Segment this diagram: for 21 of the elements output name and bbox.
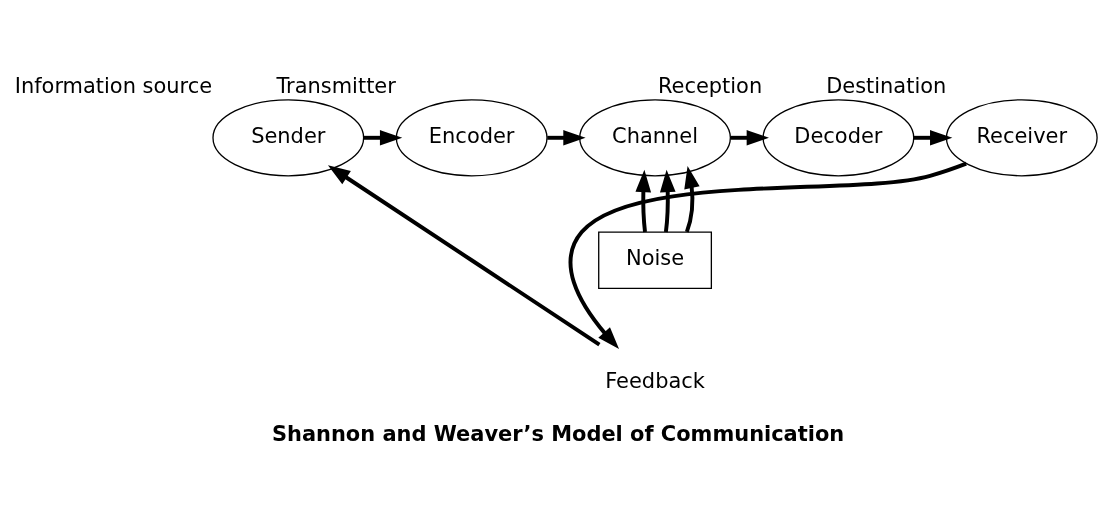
arrow bbox=[684, 165, 700, 233]
node-ellipse: Decoder bbox=[762, 98, 915, 176]
node-ellipse: Channel bbox=[579, 98, 731, 176]
arrow bbox=[547, 129, 586, 146]
arrow bbox=[730, 129, 769, 146]
node-label: Reception bbox=[657, 73, 763, 98]
node-label: Transmitter bbox=[276, 73, 396, 98]
caption: Shannon and Weaver’s Model of Communication bbox=[271, 421, 845, 446]
node-ellipse: Encoder bbox=[395, 98, 548, 176]
arrow bbox=[659, 169, 676, 232]
node-text: Feedback bbox=[605, 368, 705, 393]
arrow bbox=[635, 169, 652, 232]
arrow bbox=[363, 129, 403, 146]
arrow bbox=[568, 161, 967, 349]
arrow bbox=[327, 164, 601, 346]
arrow bbox=[914, 129, 953, 146]
node-label: Destination bbox=[826, 73, 947, 98]
node-box: Noise bbox=[598, 230, 712, 289]
node-label: Information source bbox=[14, 73, 213, 98]
node-ellipse: Sender bbox=[212, 98, 365, 176]
node-ellipse: Receiver bbox=[945, 98, 1098, 176]
